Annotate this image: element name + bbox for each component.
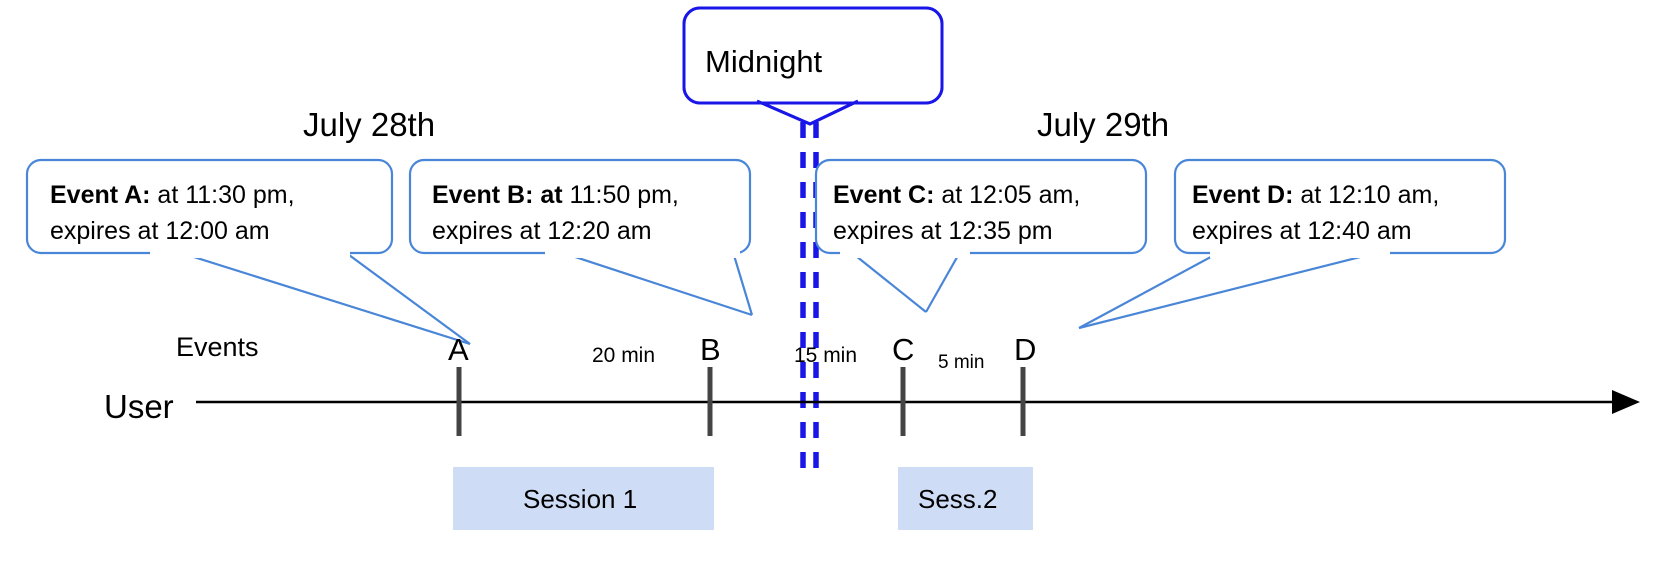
callout-event-c-line1: Event C: at 12:05 am,	[833, 181, 1080, 209]
midnight-label: Midnight	[705, 44, 823, 79]
callout-event-d-line2: expires at 12:40 am	[1192, 217, 1412, 245]
leader-event-d-left	[1078, 251, 1221, 329]
midnight-callout-border	[682, 6, 944, 105]
callout-leaders	[177, 250, 1381, 346]
callout-event-d[interactable]: Event D: at 12:10 am, expires at 12:40 a…	[1173, 158, 1507, 258]
session-bars: Session 1 Sess.2	[453, 467, 1033, 530]
event-ticks	[456, 367, 1026, 436]
callout-event-b-bold: Event B: at	[432, 181, 563, 209]
callout-event-a[interactable]: Event A: at 11:30 pm, expires at 12:00 a…	[25, 158, 394, 258]
session-1-bar[interactable]	[453, 467, 714, 530]
callout-event-a-tail-mask	[150, 246, 350, 258]
timeline-axis	[196, 390, 1640, 414]
leader-event-c-right	[925, 251, 961, 313]
callout-event-d-tail-mask	[1210, 246, 1390, 258]
session-1-label: Session 1	[523, 484, 637, 514]
leader-event-a-left	[177, 250, 471, 346]
callout-event-c-tail-mask	[840, 246, 970, 258]
leader-event-b-right	[731, 251, 754, 316]
date-label-left: July 28th	[303, 106, 435, 143]
callout-event-c-bold: Event C:	[833, 181, 934, 209]
leader-event-c-left	[850, 251, 927, 313]
session-2-bar[interactable]	[898, 467, 1033, 530]
callout-event-d-bold: Event D:	[1192, 181, 1293, 209]
event-letter-d: D	[1014, 332, 1036, 367]
callout-event-b-tail-mask	[545, 246, 740, 258]
callout-event-b-line2: expires at 12:20 am	[432, 217, 652, 245]
callout-event-a-bold: Event A:	[50, 181, 150, 209]
callout-event-b-line1: Event B: at 11:50 pm,	[432, 181, 679, 209]
user-row-label: User	[104, 388, 174, 425]
session-2-label: Sess.2	[918, 484, 998, 514]
callout-event-c[interactable]: Event C: at 12:05 am, expires at 12:35 p…	[814, 158, 1148, 258]
leader-event-a-right	[344, 251, 471, 345]
callout-event-c-rest: at 12:05 am,	[934, 181, 1080, 209]
event-letter-c: C	[892, 332, 914, 367]
event-letter-b: B	[700, 332, 721, 367]
midnight-tail-v	[756, 99, 859, 126]
callout-event-d-rest: at 12:10 am,	[1293, 181, 1439, 209]
callout-event-b[interactable]: Event B: at 11:50 pm, expires at 12:20 a…	[408, 158, 752, 258]
gap-label-b-c: 15 min	[794, 344, 857, 367]
gap-label-a-b: 20 min	[592, 344, 655, 367]
callout-event-a-line2: expires at 12:00 am	[50, 217, 270, 245]
event-letter-a: A	[448, 332, 469, 367]
callout-event-a-line1: Event A: at 11:30 pm,	[50, 181, 295, 209]
leader-event-d-right	[1078, 250, 1381, 330]
callout-event-a-rest: at 11:30 pm,	[150, 181, 294, 209]
callout-event-c-box	[814, 158, 1148, 255]
date-label-right: July 29th	[1037, 106, 1169, 143]
axis-arrowhead-icon	[1612, 390, 1640, 414]
leader-event-b-left	[559, 250, 753, 317]
midnight-divider	[800, 122, 819, 478]
callout-event-c-line2: expires at 12:35 pm	[833, 217, 1053, 245]
callout-event-d-line1: Event D: at 12:10 am,	[1192, 181, 1439, 209]
events-row-label: Events	[176, 332, 259, 362]
gap-label-c-d: 5 min	[938, 352, 984, 373]
callout-event-b-rest: 11:50 pm,	[563, 181, 679, 209]
midnight-callout[interactable]: Midnight	[682, 6, 944, 126]
